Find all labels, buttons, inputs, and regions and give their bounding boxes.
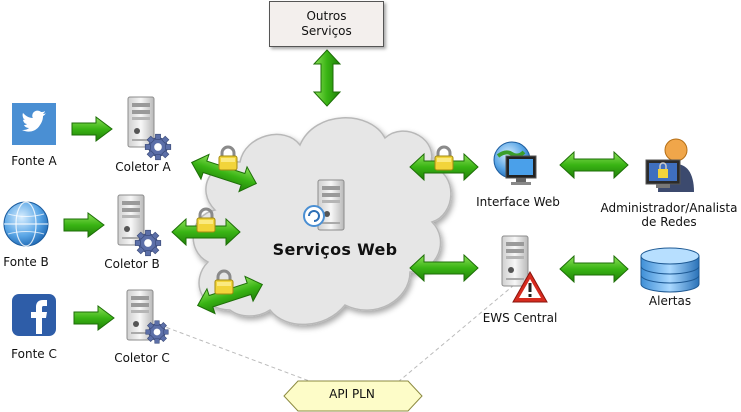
arrow-fonte-b xyxy=(63,212,105,238)
lock-icon-web xyxy=(433,145,455,172)
twitter-icon xyxy=(12,103,56,145)
collector-b-server-icon xyxy=(117,194,162,257)
fonte-c-label: Fonte C xyxy=(11,347,57,361)
coletor-a-label: Coletor A xyxy=(115,160,171,174)
outros-servicos-line1: Outros xyxy=(306,9,347,23)
database-icon xyxy=(640,247,700,293)
outros-servicos-box: Outros Serviços xyxy=(269,1,384,47)
arrow-fonte-a xyxy=(71,116,113,142)
globe-icon xyxy=(3,201,49,247)
api-pln-label: API PLN xyxy=(329,387,375,401)
admin-icon xyxy=(645,138,694,192)
arrow-cloud-ews xyxy=(409,254,479,282)
fonte-a-label: Fonte A xyxy=(11,154,57,168)
ews-server-icon xyxy=(501,235,529,287)
api-pln-shape xyxy=(283,380,423,412)
admin-label-line1: Administrador/Analista xyxy=(600,201,738,215)
arrow-ews-alertas xyxy=(559,255,629,283)
interface-web-label: Interface Web xyxy=(476,195,560,209)
fonte-b-label: Fonte B xyxy=(3,255,49,269)
alertas-label: Alertas xyxy=(648,294,692,308)
cloud-server-icon xyxy=(303,179,345,231)
collector-c-server-icon xyxy=(126,289,169,344)
coletor-b-label: Coletor B xyxy=(104,257,160,271)
collector-a-server-icon xyxy=(127,96,172,161)
outros-servicos-arrow xyxy=(312,49,342,107)
servicos-web-title: Serviços Web xyxy=(272,240,398,259)
warning-icon xyxy=(512,270,548,303)
interface-web-icon xyxy=(493,141,537,185)
outros-servicos-line2: Serviços xyxy=(301,24,352,38)
lock-icon-b xyxy=(195,207,217,234)
arrow-fonte-c xyxy=(73,305,115,331)
arrow-interface-admin xyxy=(559,151,629,179)
ews-central-label: EWS Central xyxy=(482,311,558,325)
coletor-c-label: Coletor C xyxy=(114,351,170,365)
api-connector-lines xyxy=(159,284,515,383)
lock-icon-a xyxy=(217,145,239,172)
facebook-icon xyxy=(12,294,56,336)
admin-label-line2: de Redes xyxy=(641,215,697,229)
